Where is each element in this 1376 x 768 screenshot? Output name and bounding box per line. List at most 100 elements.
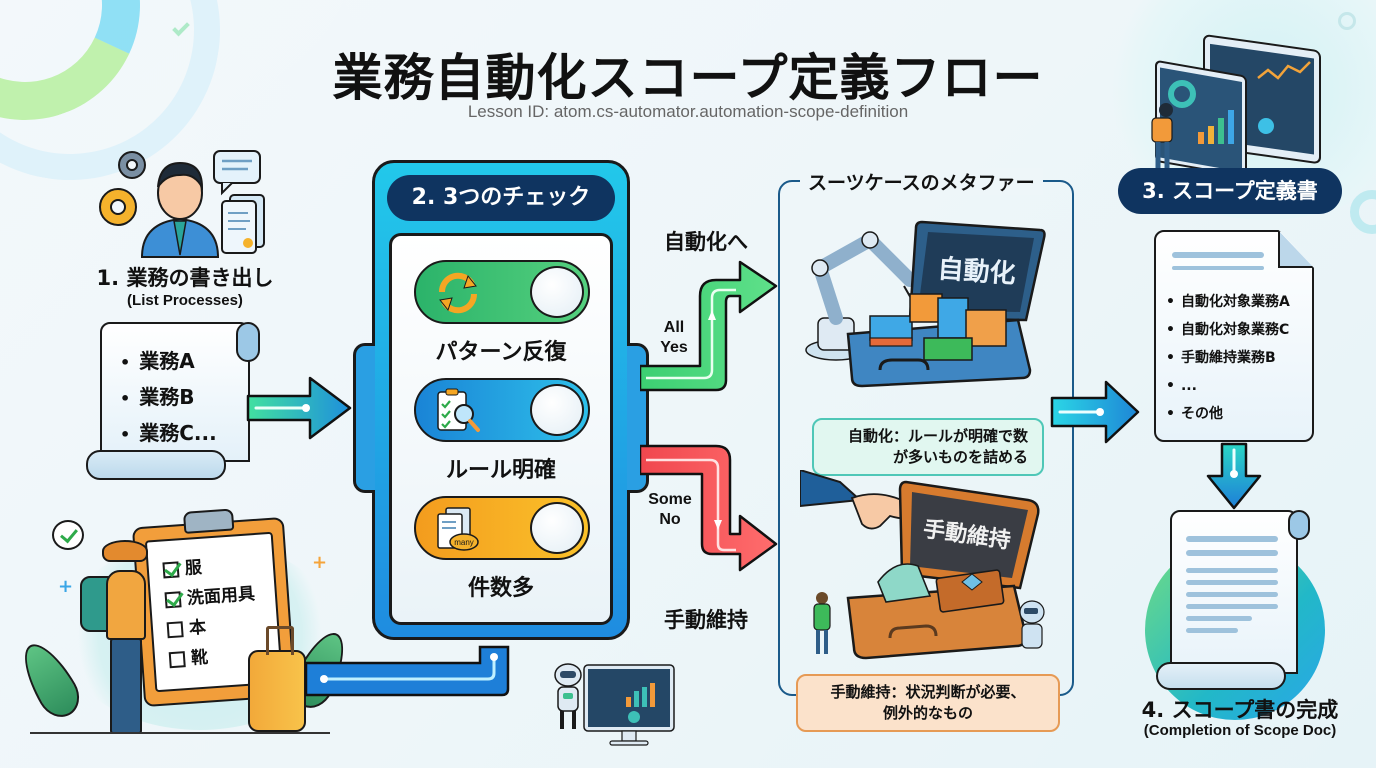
checklist-item: 靴 xyxy=(168,639,260,675)
text-line xyxy=(1186,568,1278,573)
connector-pipe xyxy=(304,645,510,697)
checklist-item-label: 洗面用具 xyxy=(186,584,256,609)
note-line: 自動化：ルールが明確で数 xyxy=(847,427,1028,445)
scope-item-list: 自動化対象業務A 自動化対象業務C 手動維持業務B ... その他 xyxy=(1166,288,1290,428)
check-bubble-icon xyxy=(52,520,84,550)
decorative-ring xyxy=(1338,12,1356,30)
checks-container: パターン反復 ルール明確 many 件数多 xyxy=(389,233,613,625)
scope-item: その他 xyxy=(1166,400,1290,428)
metaphor-title: スーツケースのメタファー xyxy=(800,168,1043,195)
check-label: ルール明確 xyxy=(445,458,556,483)
process-list-item: 業務C... xyxy=(120,416,216,452)
automation-note: 自動化：ルールが明確で数 が多いものを詰める xyxy=(812,418,1044,476)
text-line xyxy=(1186,580,1278,585)
checkbox-empty-icon xyxy=(166,621,184,639)
step3-title: 3. スコープ定義書 xyxy=(1118,168,1342,214)
toggle-knob[interactable] xyxy=(530,502,584,554)
person-icon xyxy=(813,592,831,654)
hat-icon xyxy=(102,540,148,562)
document-stack-icon xyxy=(221,194,265,254)
dashboard-analyst-illustration xyxy=(1151,34,1321,172)
suitcase-label: 自動化 xyxy=(937,253,1017,289)
completed-scope-scroll xyxy=(1156,510,1314,690)
automation-suitcase-illustration: 自動化 xyxy=(805,220,1046,388)
process-list-item: 業務A xyxy=(120,344,217,380)
branch-no-destination: 手動維持 xyxy=(664,608,748,632)
step2-title: 2. 3つのチェック xyxy=(387,175,615,221)
toggle-knob[interactable] xyxy=(530,384,584,436)
robot-icon xyxy=(554,663,582,729)
decorative-ring xyxy=(1350,190,1376,234)
checklist-item: 洗面用具 xyxy=(164,579,256,615)
gear-icon xyxy=(118,151,146,179)
step1-title: 1. 業務の書き出し xyxy=(96,266,274,290)
checklist-item-label: 本 xyxy=(188,617,207,639)
text-line xyxy=(1186,550,1278,556)
traveler-body xyxy=(106,570,146,640)
process-list-scroll: 業務A 業務B 業務C... xyxy=(86,322,260,480)
step1-subtitle: (List Processes) xyxy=(127,292,243,309)
scope-item: 自動化対象業務C xyxy=(1166,316,1290,344)
scroll-curl xyxy=(86,450,226,480)
robot-arm-icon xyxy=(805,231,917,361)
suitcase-icon xyxy=(248,626,306,732)
gear-icon xyxy=(99,188,137,226)
process-list-item: 業務B xyxy=(120,380,217,416)
sparkle-icon: + xyxy=(312,552,328,573)
scope-item: 手動維持業務B xyxy=(1166,344,1290,372)
checklist-magnifier-icon xyxy=(437,388,480,432)
three-checks-panel: 2. 3つのチェック パターン反復 ルール明確 xyxy=(353,160,649,640)
check-toggle-volume[interactable]: many xyxy=(414,496,590,560)
many-badge: many xyxy=(454,538,474,547)
scroll-curl xyxy=(1156,662,1286,690)
chart-panel-icon xyxy=(1155,60,1247,172)
documents-many-icon: many xyxy=(437,507,479,551)
person-with-documents-icon xyxy=(99,150,265,258)
robot-icon xyxy=(1019,600,1045,649)
analyst-person-icon xyxy=(1151,103,1173,168)
ground-line xyxy=(30,732,330,734)
text-line xyxy=(1186,616,1252,621)
step4-subtitle: (Completion of Scope Doc) xyxy=(1143,722,1337,739)
toggle-knob[interactable] xyxy=(530,266,584,318)
open-suitcase-icon: 自動化 xyxy=(846,220,1046,388)
person-icon xyxy=(140,161,220,258)
check-label: 件数多 xyxy=(467,576,534,601)
sparkle-icon: + xyxy=(58,576,74,597)
packing-checklist: 服 洗面用具 本 靴 xyxy=(162,549,260,675)
scope-item: ... xyxy=(1166,372,1290,400)
robot-dashboard-illustration xyxy=(554,663,675,746)
panel-side-tab xyxy=(353,343,375,493)
branch-yes-arrow xyxy=(640,260,778,392)
check-toggle-pattern[interactable] xyxy=(414,260,590,324)
checkbox-checked-icon xyxy=(164,591,182,609)
note-line: が多いものを詰める xyxy=(892,448,1028,466)
scope-item: 自動化対象業務A xyxy=(1166,288,1290,316)
document-heading-line xyxy=(1172,252,1264,258)
scroll-curl xyxy=(236,322,260,362)
note-line: 手動維持：状況判断が必要、 xyxy=(830,683,1026,701)
text-line xyxy=(1186,536,1278,542)
check-toggle-rules[interactable] xyxy=(414,378,590,442)
checklist-item-label: 靴 xyxy=(190,647,209,669)
text-line xyxy=(1186,628,1238,633)
note-line: 例外的なもの xyxy=(882,704,973,722)
checklist-item-label: 服 xyxy=(184,557,203,579)
document-heading-line xyxy=(1172,266,1264,270)
check-label: パターン反復 xyxy=(435,340,567,365)
arrow-right-icon xyxy=(1050,380,1140,444)
scroll-curl xyxy=(1288,510,1310,540)
traveler-icon xyxy=(72,540,162,740)
traveler-legs xyxy=(110,638,142,734)
branch-yes-destination: 自動化へ xyxy=(664,230,748,254)
manual-suitcase-illustration: 手動維持 xyxy=(800,470,1045,660)
branch-no-arrow xyxy=(640,444,778,572)
checkbox-empty-icon xyxy=(168,651,186,669)
manual-note: 手動維持：状況判断が必要、 例外的なもの xyxy=(796,674,1060,732)
process-list: 業務A 業務B 業務C... xyxy=(120,344,217,452)
speech-bubble-icon xyxy=(213,150,261,196)
